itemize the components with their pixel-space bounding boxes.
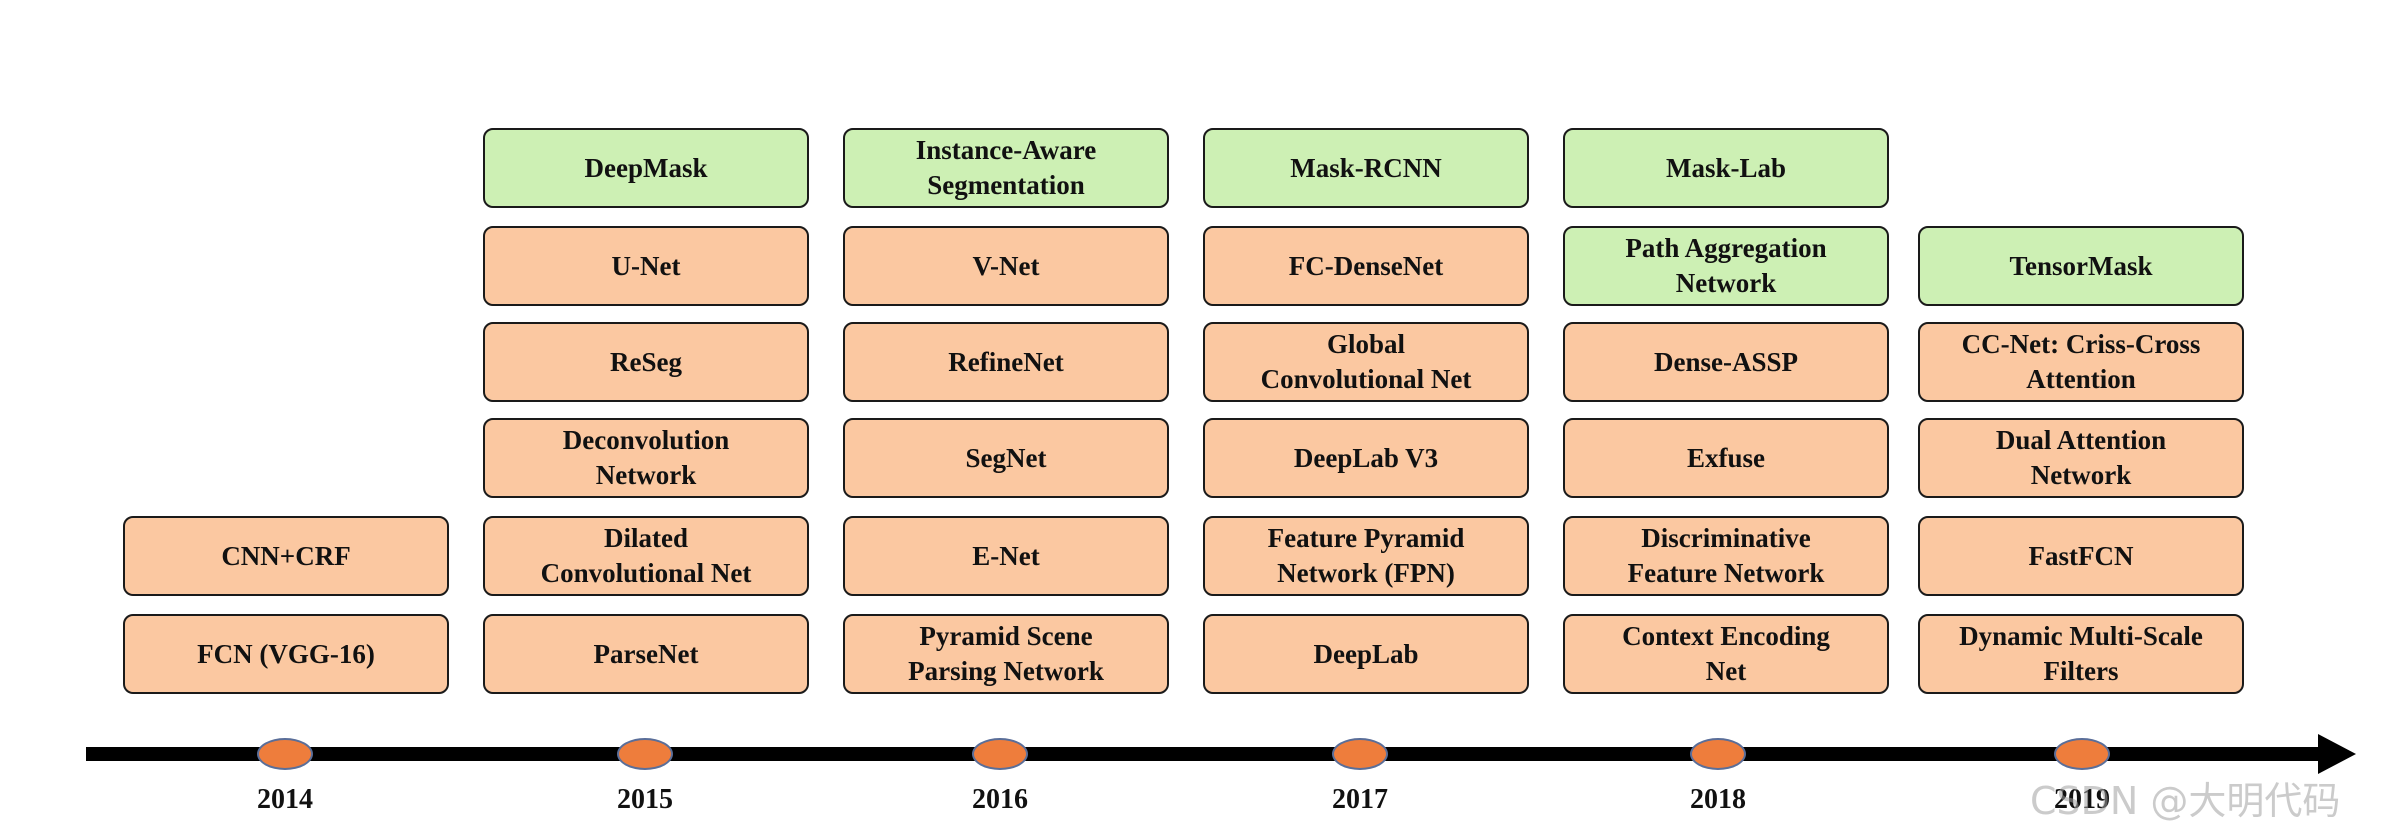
model-box: Global Convolutional Net bbox=[1203, 322, 1529, 402]
model-box: DeepMask bbox=[483, 128, 809, 208]
year-label: 2016 bbox=[972, 784, 1028, 815]
model-box: ReSeg bbox=[483, 322, 809, 402]
year-label: 2014 bbox=[257, 784, 313, 815]
model-box: Instance-Aware Segmentation bbox=[843, 128, 1169, 208]
model-box: RefineNet bbox=[843, 322, 1169, 402]
model-box: ParseNet bbox=[483, 614, 809, 694]
model-box: Dense-ASSP bbox=[1563, 322, 1889, 402]
year-label: 2017 bbox=[1332, 784, 1388, 815]
watermark: CSDN @大明代码 bbox=[2030, 779, 2341, 823]
model-box: V-Net bbox=[843, 226, 1169, 306]
year-marker-dot bbox=[972, 738, 1028, 770]
model-box: Path Aggregation Network bbox=[1563, 226, 1889, 306]
year-label: 2018 bbox=[1690, 784, 1746, 815]
model-box: Pyramid Scene Parsing Network bbox=[843, 614, 1169, 694]
year-label: 2015 bbox=[617, 784, 673, 815]
model-box: DeepLab V3 bbox=[1203, 418, 1529, 498]
year-marker-dot bbox=[617, 738, 673, 770]
timeline-arrow-icon bbox=[2318, 734, 2356, 774]
model-box: E-Net bbox=[843, 516, 1169, 596]
model-box: Mask-Lab bbox=[1563, 128, 1889, 208]
year-marker-dot bbox=[1332, 738, 1388, 770]
model-box: Dual Attention Network bbox=[1918, 418, 2244, 498]
model-box: Deconvolution Network bbox=[483, 418, 809, 498]
year-label: 2019 bbox=[2054, 784, 2110, 815]
model-box: FastFCN bbox=[1918, 516, 2244, 596]
model-box: CNN+CRF bbox=[123, 516, 449, 596]
model-box: U-Net bbox=[483, 226, 809, 306]
year-marker-dot bbox=[2054, 738, 2110, 770]
model-box: SegNet bbox=[843, 418, 1169, 498]
model-box: Dilated Convolutional Net bbox=[483, 516, 809, 596]
model-box: DeepLab bbox=[1203, 614, 1529, 694]
model-box: TensorMask bbox=[1918, 226, 2244, 306]
model-box: FC-DenseNet bbox=[1203, 226, 1529, 306]
model-box: Exfuse bbox=[1563, 418, 1889, 498]
model-box: Discriminative Feature Network bbox=[1563, 516, 1889, 596]
model-box: Mask-RCNN bbox=[1203, 128, 1529, 208]
model-box: Dynamic Multi-Scale Filters bbox=[1918, 614, 2244, 694]
year-marker-dot bbox=[257, 738, 313, 770]
year-marker-dot bbox=[1690, 738, 1746, 770]
model-box: Feature Pyramid Network (FPN) bbox=[1203, 516, 1529, 596]
timeline-axis bbox=[86, 747, 2326, 761]
model-box: CC-Net: Criss-Cross Attention bbox=[1918, 322, 2244, 402]
model-box: Context Encoding Net bbox=[1563, 614, 1889, 694]
model-box: FCN (VGG-16) bbox=[123, 614, 449, 694]
